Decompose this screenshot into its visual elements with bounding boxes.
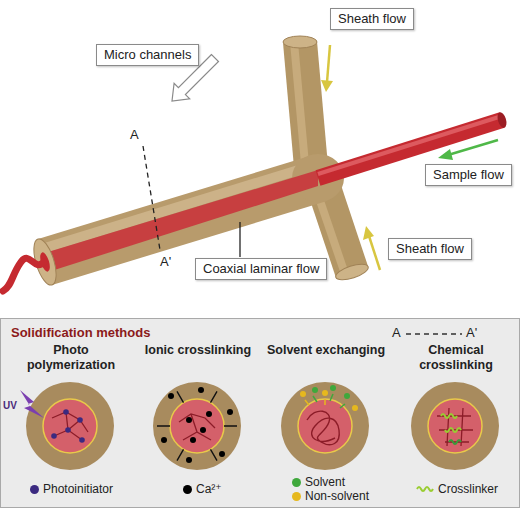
callout-box: Sheath flow — [388, 238, 472, 260]
section-marker: A — [392, 326, 401, 340]
callout-box: Sheath flow — [330, 8, 414, 30]
method-group: Photo polymerization — [11, 343, 131, 473]
method-heading: Chemical crosslinking — [396, 343, 516, 373]
channel-cap — [283, 36, 317, 48]
legend-text: Photoinitiator — [43, 482, 113, 496]
callout-text: Sample flow — [433, 167, 504, 182]
leader-line — [239, 222, 240, 257]
callout-text: Micro channels — [104, 47, 191, 62]
callout-text: Sheath flow — [396, 241, 464, 256]
legend-item: Non-solvent — [292, 489, 369, 503]
methods-panel: Solidification methodsPhoto polymerizati… — [0, 318, 520, 508]
section-key — [406, 333, 462, 334]
legend-text: Crosslinker — [438, 482, 498, 496]
method-group: Chemical crosslinking — [396, 343, 516, 473]
section-marker: A' — [160, 255, 171, 269]
legend-item: Crosslinker — [416, 482, 498, 496]
legend-dot — [183, 485, 192, 494]
section-marker: A' — [466, 326, 477, 340]
method-heading: Ionic crosslinking — [138, 343, 258, 358]
method-group: Ionic crosslinking — [138, 343, 258, 473]
callout-box: Coaxial laminar flow — [195, 258, 327, 280]
hydrogel-fiber — [3, 258, 44, 291]
channel-cap — [496, 111, 508, 129]
cross-section — [20, 382, 114, 470]
sheath-arrow — [363, 226, 380, 270]
legend-item: Photoinitiator — [30, 482, 113, 496]
sample-core — [48, 170, 318, 272]
method-heading: Photo polymerization — [11, 343, 131, 373]
legend-text: Non-solvent — [305, 489, 369, 503]
legend-item: Ca²⁺ — [183, 482, 222, 496]
legend-text: Ca²⁺ — [196, 482, 222, 496]
legend-dot — [292, 492, 301, 501]
sample-arrow — [438, 140, 498, 160]
cross-section — [153, 382, 241, 470]
panel-heading: Solidification methods — [11, 325, 150, 340]
method-heading: Solvent exchanging — [266, 343, 386, 358]
channel-highlight — [45, 164, 318, 248]
channel-cap — [334, 261, 370, 283]
section-line — [143, 146, 160, 250]
uv-label: UV — [3, 400, 17, 411]
legend-squiggle — [416, 484, 434, 494]
sheath-arrow — [321, 45, 333, 92]
callout-box: Micro channels — [96, 44, 199, 66]
callout-text: Coaxial laminar flow — [203, 261, 319, 276]
method-group: Solvent exchanging — [266, 343, 386, 473]
legend-text: Solvent — [305, 475, 345, 489]
cross-section — [281, 382, 369, 470]
cross-section — [411, 382, 499, 470]
section-marker: A — [130, 128, 139, 142]
legend-item: Solvent — [292, 475, 345, 489]
callout-text: Sheath flow — [338, 11, 406, 26]
legend-dot — [292, 478, 301, 487]
panel-ground — [0, 318, 520, 508]
callout-box: Sample flow — [425, 164, 512, 186]
channel-highlight — [294, 42, 306, 175]
legend-dot — [30, 485, 39, 494]
